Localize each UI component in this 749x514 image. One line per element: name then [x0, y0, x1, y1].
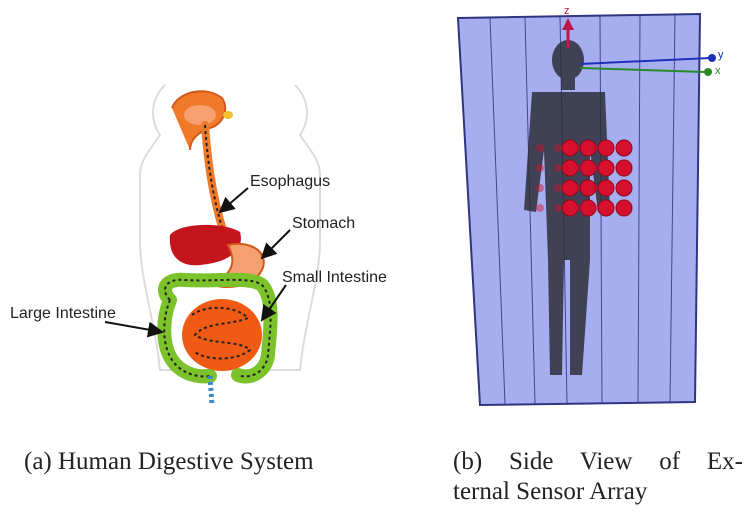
small-intestine-label: Small Intestine [282, 269, 387, 286]
sensor-trail [554, 164, 562, 172]
gland-icon [223, 111, 233, 119]
sensor-trail [554, 184, 562, 192]
y-axis-arrow-icon [708, 54, 716, 62]
sensor-trail [590, 184, 598, 192]
caption-b-line1: (b) Side View of Ex- [453, 447, 743, 477]
sensor-trail [572, 164, 580, 172]
esophagus-label: Esophagus [250, 173, 330, 190]
z-axis-label: z [564, 5, 570, 17]
y-axis-label: y [718, 49, 724, 61]
sensor-sphere [598, 160, 614, 176]
caption-b-line2: ternal Sensor Array [453, 477, 743, 507]
sensor-sphere [616, 200, 632, 216]
sensor-trail [590, 144, 598, 152]
caption-a: (a) Human Digestive System [24, 447, 314, 477]
sensor-trail [572, 184, 580, 192]
large-intestine-label: Large Intestine [10, 305, 116, 322]
sensor-sphere [616, 160, 632, 176]
sensor-sphere [616, 180, 632, 196]
sensor-trail [554, 144, 562, 152]
sensor-array-figure: z y x [440, 0, 749, 420]
sensor-sphere [598, 200, 614, 216]
sensor-sphere [598, 180, 614, 196]
sensor-trail [554, 204, 562, 212]
sensor-trail [536, 184, 544, 192]
sensor-trail [536, 144, 544, 152]
sensor-sphere [598, 140, 614, 156]
sensor-trail [590, 164, 598, 172]
x-axis-label: x [715, 65, 721, 77]
caption-b: (b) Side View of Ex- ternal Sensor Array [453, 447, 743, 507]
sensor-trail [536, 164, 544, 172]
sensor-trail [590, 204, 598, 212]
sensor-trail [572, 144, 580, 152]
digestive-system-figure: Esophagus Stomach Small Intestine Large … [0, 0, 430, 420]
sensor-trail [536, 204, 544, 212]
sensor-trail [572, 204, 580, 212]
esophagus-arrow [220, 188, 248, 212]
oral-cavity-icon [184, 105, 216, 125]
x-axis-arrow-icon [704, 68, 712, 76]
stomach-arrow [262, 230, 290, 258]
stomach-label: Stomach [292, 215, 355, 232]
sensor-sphere [616, 140, 632, 156]
